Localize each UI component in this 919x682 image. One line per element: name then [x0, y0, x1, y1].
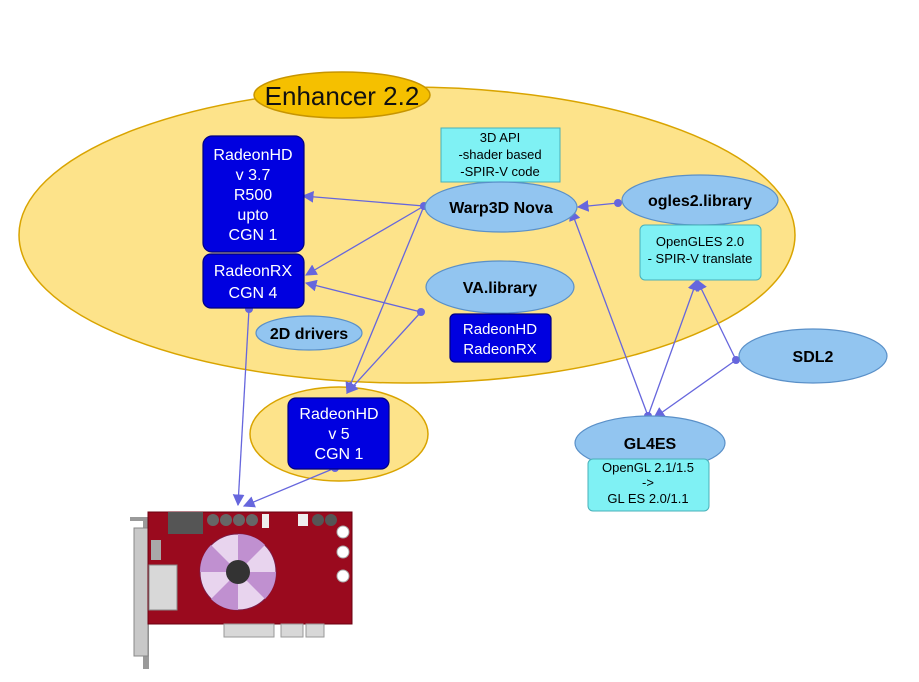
connectors: [232, 191, 737, 508]
enhancer-title-text: Enhancer 2.2: [265, 81, 420, 111]
gl4es-node: GL4ES: [574, 415, 726, 471]
opengles-note-line-1: OpenGLES 2.0: [656, 234, 744, 249]
3d-api-note: 3D API -shader based -SPIR-V code: [440, 127, 561, 183]
edge-ogles2-warp3d: [576, 200, 619, 212]
va-library-node: VA.library: [425, 260, 575, 314]
sdl2-label: SDL2: [793, 349, 834, 366]
ogles2-library-label: ogles2.library: [648, 193, 752, 210]
radeonhd-line-2: v 3.7: [236, 167, 271, 184]
graphics-card-icon: [130, 511, 353, 669]
edge-gl4es-warp3d: [569, 208, 649, 417]
radeonhd-line-1: RadeonHD: [213, 147, 292, 164]
opengles-note: OpenGLES 2.0 - SPIR-V translate: [639, 224, 762, 281]
opengles-note-line-2: - SPIR-V translate: [648, 251, 753, 266]
radeonhd-v5-driver-box: RadeonHD v 5 CGN 1: [287, 397, 390, 470]
radeonhd-v5-line-1: RadeonHD: [299, 406, 378, 423]
edge-gl4es-ogles2: [647, 278, 699, 417]
2d-drivers-label: 2D drivers: [270, 326, 348, 343]
edge-warp3d-radeonrx: [304, 205, 425, 276]
edge-valib-radeonhd-v5: [346, 311, 422, 394]
radeonrx-driver-box: RadeonRX CGN 4: [202, 253, 305, 309]
radeonhd-line-4: upto: [237, 207, 268, 224]
edge-warp3d-radeonhd-v5: [345, 205, 425, 395]
radeonhd-v5-line-3: CGN 1: [315, 446, 364, 463]
edge-valib-radeonrx: [304, 279, 422, 313]
radeonhd-driver-box: RadeonHD v 3.7 R500 upto CGN 1: [202, 135, 305, 253]
gl4es-note-line-3: GL ES 2.0/1.1: [607, 491, 688, 506]
va-library-drivers-line-2: RadeonRX: [463, 341, 536, 358]
3d-api-note-line-1: 3D API: [480, 130, 520, 145]
edge-sdl2-ogles2: [696, 278, 737, 361]
gl4es-label: GL4ES: [624, 436, 677, 453]
2d-drivers-node: 2D drivers: [255, 315, 363, 351]
va-library-drivers-line-1: RadeonHD: [463, 321, 537, 338]
radeonhd-line-5: CGN 1: [229, 227, 278, 244]
va-library-label: VA.library: [463, 280, 538, 297]
radeonrx-line-2: CGN 4: [229, 285, 278, 302]
va-library-drivers-box: RadeonHD RadeonRX: [449, 313, 552, 363]
gl4es-note-line-1: OpenGL 2.1/1.5: [602, 460, 694, 475]
radeonrx-line-1: RadeonRX: [214, 263, 293, 280]
gl4es-note: OpenGL 2.1/1.5 -> GL ES 2.0/1.1: [587, 458, 710, 512]
radeonhd-line-3: R500: [234, 187, 272, 204]
gl4es-note-line-2: ->: [642, 475, 654, 490]
enhancer-title: Enhancer 2.2: [253, 71, 431, 119]
warp3d-nova-label: Warp3D Nova: [449, 200, 553, 217]
ogles2-library-node: ogles2.library: [621, 174, 779, 226]
radeonhd-v5-line-2: v 5: [328, 426, 349, 443]
edge-radeonrx-card: [232, 308, 250, 507]
edge-warp3d-radeonhd: [301, 191, 425, 207]
sdl2-node: SDL2: [738, 328, 888, 384]
edge-sdl2-gl4es: [653, 359, 737, 419]
3d-api-note-line-2: -shader based: [458, 147, 541, 162]
warp3d-nova-node: Warp3D Nova: [424, 181, 578, 233]
edge-radeonhd-v5-card: [242, 467, 336, 508]
3d-api-note-line-3: -SPIR-V code: [460, 164, 539, 179]
